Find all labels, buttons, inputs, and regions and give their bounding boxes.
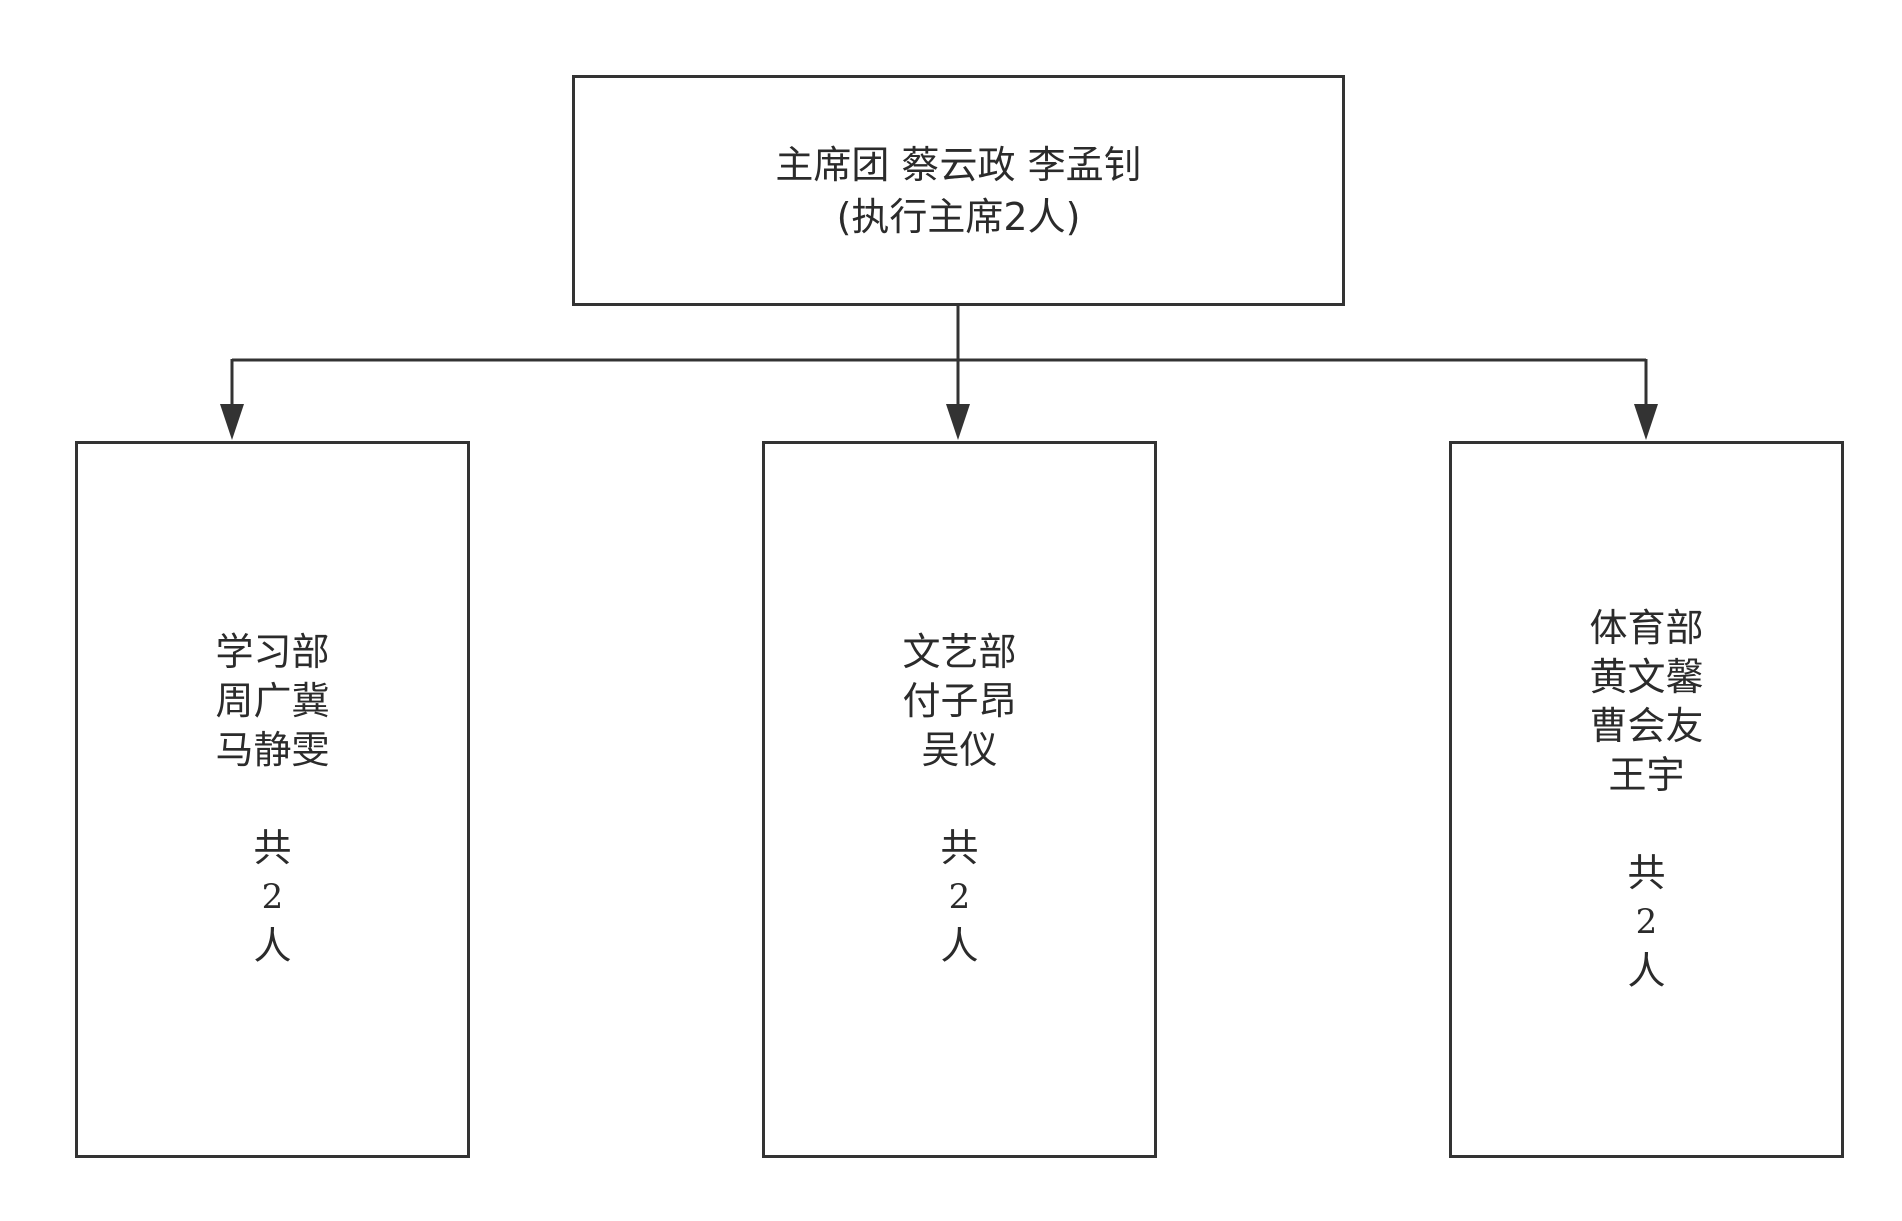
department-box-arts: 文艺部 付子昂 吴仪 共 2 人 (762, 441, 1157, 1158)
total-prefix: 共 (1627, 850, 1666, 895)
department-member: 周广冀 (215, 679, 330, 723)
presidium-title: 主席团 蔡云政 李孟钊 (775, 142, 1142, 187)
department-member: 王宇 (1608, 752, 1685, 797)
department-member: 付子昂 (902, 679, 1017, 723)
presidium-box: 主席团 蔡云政 李孟钊 (执行主席2人) (572, 75, 1345, 306)
arrow-head-3 (1634, 404, 1658, 440)
department-member: 曹会友 (1589, 703, 1704, 748)
department-member: 黄文馨 (1589, 654, 1704, 699)
department-box-sports: 体育部 黄文馨 曹会友 王宇 共 2 人 (1449, 441, 1844, 1158)
total-count: 2 (1635, 901, 1658, 942)
arrow-head-1 (220, 404, 244, 440)
presidium-subtitle: (执行主席2人) (836, 194, 1081, 239)
total-prefix: 共 (253, 826, 292, 870)
total-prefix: 共 (940, 826, 979, 870)
total-suffix: 人 (940, 924, 979, 968)
department-name: 体育部 (1589, 605, 1704, 650)
total-count: 2 (261, 877, 284, 917)
total-count: 2 (948, 877, 971, 917)
total-suffix: 人 (1627, 948, 1666, 993)
department-box-study: 学习部 周广冀 马静雯 共 2 人 (75, 441, 470, 1158)
department-member: 马静雯 (215, 728, 330, 772)
arrow-head-2 (946, 404, 970, 440)
department-member: 吴仪 (921, 728, 998, 772)
department-name: 学习部 (215, 630, 330, 674)
total-suffix: 人 (253, 924, 292, 968)
department-name: 文艺部 (902, 630, 1017, 674)
